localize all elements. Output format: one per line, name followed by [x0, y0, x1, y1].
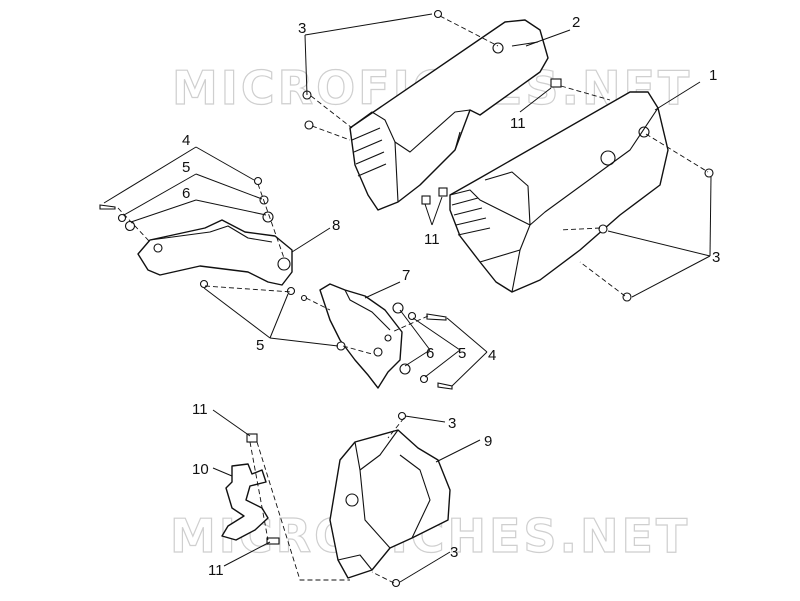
callout-6-mid: 6 [426, 345, 434, 362]
callout-3-right: 3 [712, 249, 720, 266]
callout-1: 1 [709, 67, 717, 84]
callout-3-bottom: 3 [450, 544, 458, 561]
callout-6-left: 6 [182, 185, 190, 202]
part-10-bracket [221, 463, 269, 541]
part-7-shield-bracket [319, 283, 403, 389]
callout-11-top: 11 [510, 115, 526, 132]
part-1-heat-shield-main [449, 91, 669, 293]
callout-2: 2 [572, 14, 580, 31]
callout-8: 8 [332, 217, 340, 234]
callout-5-left: 5 [182, 159, 190, 176]
part-9-lower-cover [329, 429, 451, 579]
callout-11-lower: 11 [192, 401, 208, 418]
leader-lines [103, 13, 712, 583]
callout-7: 7 [402, 267, 410, 284]
callout-10: 10 [192, 461, 209, 478]
callout-3-lower: 3 [448, 415, 456, 432]
hardware [99, 9, 714, 588]
callout-3-top: 3 [298, 20, 306, 37]
callout-4-left: 4 [182, 132, 190, 149]
part-2-heat-shield-upper [349, 19, 549, 211]
callout-5-mid: 5 [458, 345, 466, 362]
callout-5-lower: 5 [256, 337, 264, 354]
callout-labels: 1 2 3 3 3 3 4 4 5 5 5 6 6 7 8 9 10 11 11… [182, 14, 720, 579]
callout-9: 9 [484, 433, 492, 450]
part-8-heat-shield-left [137, 219, 293, 286]
assembly-lines [117, 15, 709, 584]
callout-11-mid: 11 [424, 231, 440, 248]
callout-11-bottom: 11 [208, 562, 224, 579]
callout-4-mid: 4 [488, 347, 496, 364]
